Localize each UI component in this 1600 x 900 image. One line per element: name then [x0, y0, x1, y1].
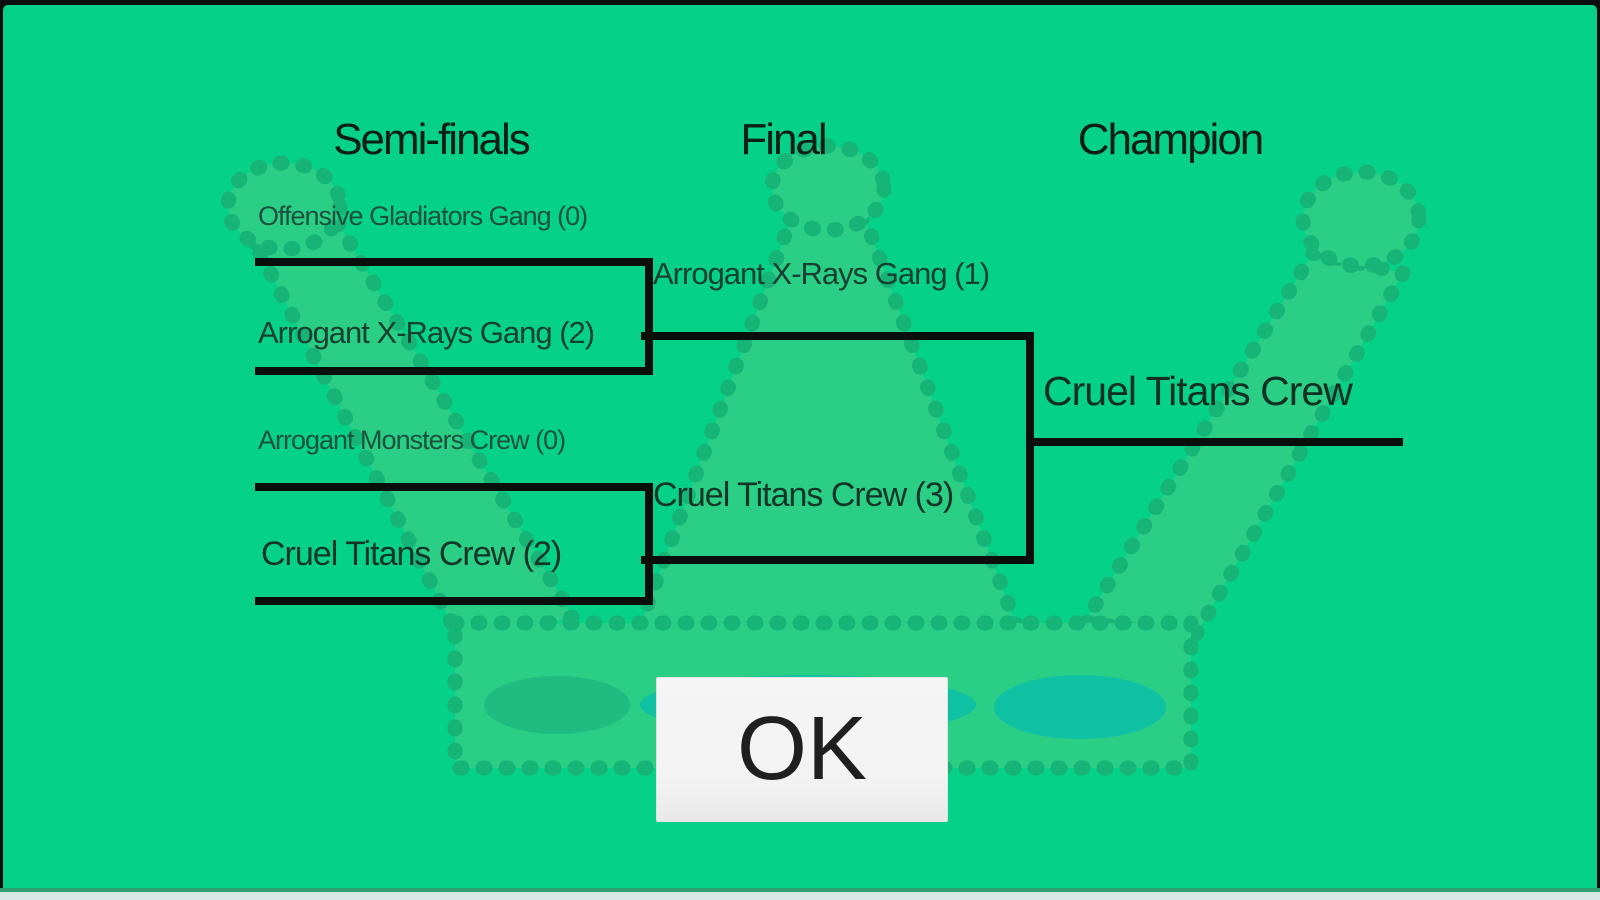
- bottom-edge-strip: [0, 888, 1600, 900]
- sf2-connector-line: [645, 483, 653, 605]
- column-header-champion: Champion: [1077, 115, 1265, 164]
- crown-ball-right: [1295, 164, 1427, 274]
- ok-button[interactable]: OK: [656, 677, 948, 822]
- column-header-final: Final: [740, 115, 827, 164]
- sf1-team2-label: Arrogant X-Rays Gang (2): [258, 315, 595, 350]
- sf2-team2-label: Cruel Titans Crew (2): [261, 535, 562, 573]
- sf2-team1-label: Arrogant Monsters Crew (0): [258, 425, 566, 455]
- final-team1-line: [641, 332, 1034, 340]
- sf1-team1-label: Offensive Gladiators Gang (0): [258, 201, 588, 231]
- sf1-team2-line: [255, 367, 653, 375]
- final-connector-line: [1026, 332, 1034, 564]
- final-team1-label: Arrogant X-Rays Gang (1): [653, 256, 990, 291]
- sf1-team1-line: [255, 258, 653, 266]
- column-header-semifinals: Semi-finals: [333, 115, 531, 164]
- crown-gem-left: [484, 676, 630, 734]
- champion-line: [1030, 438, 1403, 446]
- final-team2-label: Cruel Titans Crew (3): [653, 476, 954, 514]
- sf1-connector-line: [645, 258, 653, 375]
- tournament-bracket-screen: Semi-finals Final Champion Offensive Gla…: [3, 5, 1597, 892]
- champion-name-label: Cruel Titans Crew: [1043, 368, 1353, 414]
- sf2-team2-line: [255, 597, 653, 605]
- crown-gem-right: [994, 675, 1166, 739]
- final-team2-line: [641, 556, 1034, 564]
- crown-spike-right: [1077, 245, 1411, 648]
- sf2-team1-line: [255, 483, 653, 491]
